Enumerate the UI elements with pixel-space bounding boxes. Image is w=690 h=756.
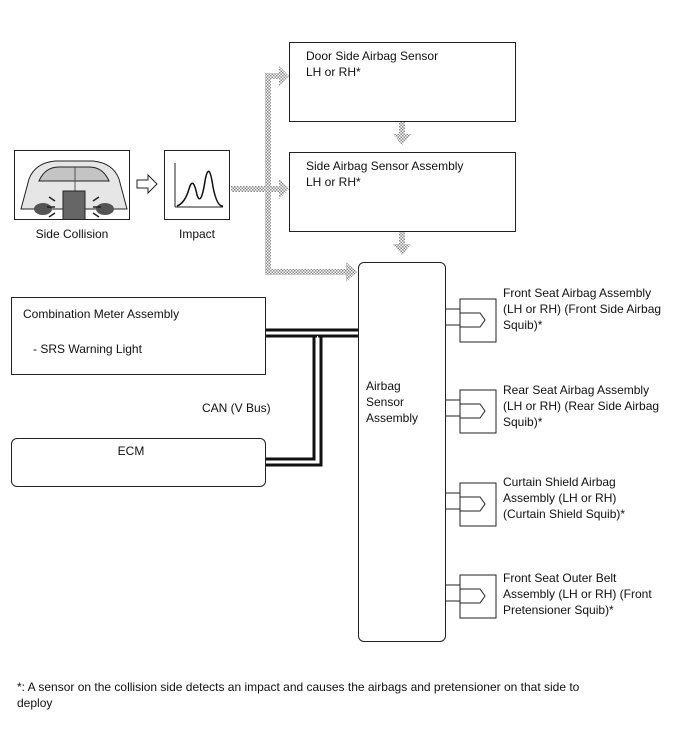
door-side-airbag-sensor (289, 42, 516, 122)
side-collision-label: Side Collision (35, 227, 109, 241)
dotted-path-door (265, 73, 279, 79)
rear-seat-airbag-label: Rear Seat Airbag Assembly (LH or RH) (Re… (503, 383, 660, 429)
can-bus (266, 328, 358, 467)
squib-symbols (460, 312, 486, 604)
can-bus-label: CAN (V Bus) (202, 401, 271, 415)
front-seat-outer-belt-label: Front Seat Outer Belt Assembly (LH or RH… (503, 571, 652, 617)
combination-meter-label: Combination Meter Assembly (23, 307, 180, 321)
impact-label: Impact (178, 227, 215, 241)
srs-warning-light-label: - SRS Warning Light (33, 342, 142, 356)
dotted-path-trunk (265, 76, 271, 272)
combination-meter-assembly (11, 297, 266, 375)
side-airbag-sensor-assembly-label: Side Airbag Sensor Assembly LH or RH* (306, 159, 464, 189)
car-collision-icon (20, 160, 128, 219)
footnote: *: A sensor on the collision side detect… (17, 680, 580, 710)
dotted-path-airbag (265, 269, 347, 275)
ecm (11, 438, 266, 487)
squib-boxes (459, 298, 497, 619)
side-airbag-sensor-assembly (289, 152, 516, 232)
impact-graph (164, 150, 230, 220)
dotted-path-side (265, 186, 279, 192)
dotted-path-impact (231, 186, 271, 192)
side-collision-image (14, 150, 130, 220)
front-seat-airbag-label: Front Seat Airbag Assembly (LH or RH) (F… (503, 286, 662, 332)
collision-arrow (136, 173, 158, 195)
airbag-sensor-assembly (358, 262, 446, 642)
ecm-label: ECM (117, 444, 145, 458)
curtain-shield-airbag-label: Curtain Shield Airbag Assembly (LH or RH… (503, 475, 626, 521)
airbag-sensor-assembly-label: Airbag Sensor Assembly (366, 379, 419, 425)
door-side-airbag-sensor-label: Door Side Airbag Sensor LH or RH* (306, 49, 439, 79)
impact-waveform-icon (174, 163, 224, 208)
dotted-path-door-side (399, 122, 405, 136)
squib-connectors (446, 308, 460, 602)
dotted-path-side-airbag (399, 232, 405, 246)
